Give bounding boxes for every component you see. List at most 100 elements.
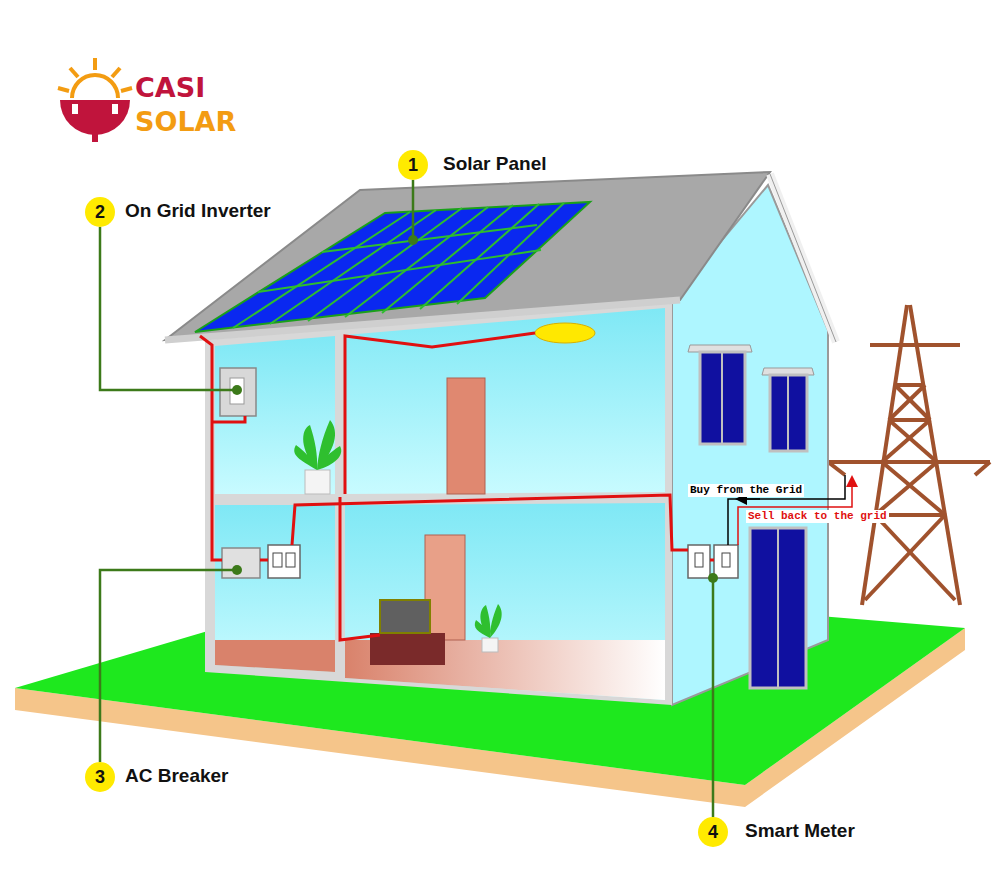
devices-part	[286, 553, 295, 567]
house-front-part	[345, 308, 665, 494]
power-tower	[828, 305, 990, 605]
leader-line-part	[100, 570, 237, 762]
logo-text: SOLAR	[135, 108, 236, 135]
house-front-part	[305, 470, 330, 494]
power-tower-part	[895, 385, 930, 420]
devices-part	[688, 545, 710, 578]
logo-icon-part	[92, 128, 98, 142]
power-tower-part	[870, 343, 960, 347]
house-side-part	[777, 528, 779, 688]
house-front-part	[475, 604, 502, 638]
house-front-part	[215, 336, 335, 494]
house-side-part	[770, 375, 807, 451]
power-tower-part	[882, 462, 945, 515]
house-front-part	[380, 600, 430, 633]
flow-label: Buy from the Grid	[688, 484, 804, 497]
wiring-part	[200, 336, 222, 560]
devices-part	[714, 545, 738, 578]
part-name: AC Breaker	[125, 765, 229, 787]
power-tower-part	[895, 383, 925, 387]
house-front-part	[294, 420, 341, 470]
power-tower-part	[828, 462, 845, 475]
devices-part	[268, 545, 300, 578]
roof-part	[195, 202, 590, 332]
power-tower-part	[889, 418, 930, 422]
logo-icon-part	[112, 104, 118, 114]
devices	[220, 323, 738, 578]
leader-dot-part	[708, 573, 718, 583]
wiring-part	[345, 333, 535, 494]
logo-icon-part	[93, 58, 97, 70]
power-tower-part	[889, 385, 925, 420]
power-tower-part	[865, 515, 945, 600]
logo-icon	[58, 58, 132, 142]
leader-line-part	[712, 578, 715, 817]
logo-icon-part	[112, 68, 120, 77]
leader-dot-part	[408, 235, 418, 245]
house-side-part	[750, 528, 806, 688]
house-front-part	[447, 378, 485, 494]
leader-line-part	[412, 180, 415, 240]
logo-icon-part	[72, 104, 78, 114]
devices-part	[220, 368, 256, 416]
power-tower-part	[889, 420, 937, 462]
grid-flow-part	[738, 498, 760, 500]
part-name: Solar Panel	[443, 153, 547, 175]
wiring	[200, 333, 714, 640]
logo-icon-part	[72, 75, 118, 98]
devices-part	[273, 553, 282, 567]
power-tower-part	[975, 462, 990, 475]
devices-part	[535, 323, 595, 343]
callout-number: 4	[708, 823, 718, 841]
part-name: On Grid Inverter	[125, 200, 271, 222]
callout-circle: 2	[85, 197, 115, 227]
roof-part-part	[457, 203, 564, 304]
roof-part-part	[345, 207, 488, 317]
logo-icon-part	[121, 88, 132, 91]
logo-text: CASI	[135, 74, 205, 101]
house-front-part	[215, 640, 335, 672]
callout-number: 2	[95, 203, 105, 221]
devices-part	[695, 553, 703, 567]
logo-icon-part	[58, 88, 69, 91]
house-side-part	[787, 375, 789, 451]
house-front-part	[370, 633, 445, 665]
roof-part	[233, 203, 564, 328]
power-tower-part	[875, 515, 955, 600]
logo-icon-part	[70, 68, 78, 77]
wiring-part	[340, 497, 380, 640]
roof-part	[770, 174, 836, 342]
wiring-part	[292, 495, 688, 550]
roof-part	[165, 172, 770, 340]
power-tower-part	[828, 460, 990, 464]
callout-number: 1	[408, 156, 418, 174]
wiring-part	[710, 559, 714, 562]
leader-dot-part	[232, 385, 242, 395]
callout-number: 3	[95, 768, 105, 786]
roof-part-part	[308, 208, 462, 321]
devices-part	[722, 553, 730, 567]
roof-part	[770, 174, 836, 342]
devices-part	[222, 548, 260, 578]
leader-dot-part	[232, 565, 242, 575]
flow-label: Sell back to the grid	[746, 510, 889, 523]
wiring-part	[260, 559, 268, 562]
part-name: Smart Meter	[745, 820, 855, 842]
leader-dot	[232, 235, 718, 583]
roof-part-part	[382, 205, 513, 313]
wiring-part	[212, 416, 245, 422]
roof-part-part	[258, 250, 541, 292]
power-tower-part	[875, 462, 937, 515]
roof-part-part	[420, 204, 539, 309]
leader-line	[100, 180, 713, 817]
callout-circle: 3	[85, 762, 115, 792]
callout-circle: 4	[698, 817, 728, 847]
callout-circle: 1	[398, 150, 428, 180]
house-side-part	[721, 352, 723, 444]
house-front-part	[482, 638, 498, 652]
leader-line-part	[100, 227, 237, 390]
roof	[165, 172, 836, 342]
house-front-part	[345, 503, 665, 700]
house-side-part	[700, 352, 745, 444]
power-tower-part	[882, 420, 930, 462]
